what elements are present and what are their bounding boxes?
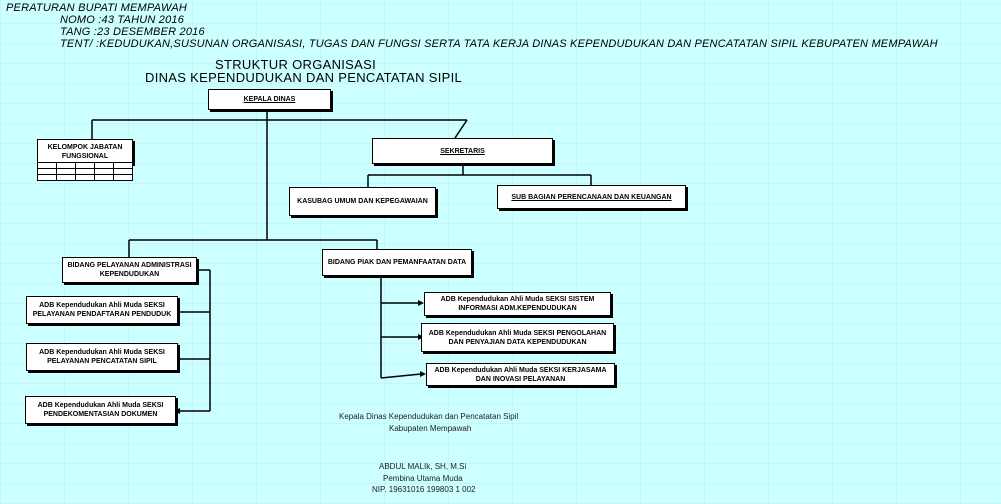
box-bidang-piak: BIDANG PIAK DAN PEMANFAATAN DATA	[322, 249, 472, 276]
regulation-number: NOMO :43 TAHUN 2016	[60, 14, 185, 26]
signature-nip: NIP. 19631016 199803 1 002	[372, 485, 476, 494]
chart-title: STRUKTUR ORGANISASI	[215, 57, 376, 72]
box-sub-bagian-perencanaan: SUB BAGIAN PERENCANAAN DAN KEUANGAN	[497, 185, 686, 209]
box-seksi-pendokumentasian: ADB Kependudukan Ahli Muda SEKSI PENDEKO…	[25, 396, 176, 424]
signature-role: Kepala Dinas Kependudukan dan Pencatatan…	[339, 412, 519, 421]
box-seksi-pengolahan: ADB Kependudukan Ahli Muda SEKSI PENGOLA…	[421, 323, 614, 352]
chart-subtitle: DINAS KEPENDUDUKAN DAN PENCATATAN SIPIL	[145, 70, 463, 85]
box-seksi-pendaftaran: ADB Kependudukan Ahli Muda SEKSI PELAYAN…	[26, 296, 178, 324]
box-jabatan-fungsional: KELOMPOK JABATAN FUNGSIONAL	[37, 139, 133, 164]
regulation-subject: TENT/ :KEDUDUKAN,SUSUNAN ORGANISASI, TUG…	[60, 38, 938, 50]
regulation-date: TANG :23 DESEMBER 2016	[60, 26, 205, 38]
signature-rank: Pembina Utama Muda	[383, 474, 463, 483]
jabatan-table	[37, 162, 133, 181]
regulation-title: PERATURAN BUPATI MEMPAWAH	[6, 2, 188, 14]
box-seksi-pencatatan: ADB Kependudukan Ahli Muda SEKSI PELAYAN…	[26, 343, 178, 371]
box-seksi-sistem-informasi: ADB Kependudukan Ahli Muda SEKSI SISTEM …	[424, 292, 611, 316]
box-kasubag-umum: KASUBAG UMUM DAN KEPEGAWAIAN	[289, 187, 436, 216]
signature-region: Kabupaten Mempawah	[389, 424, 472, 433]
box-kepala-dinas: KEPALA DINAS	[208, 89, 331, 110]
box-seksi-kerjasama: ADB Kependudukan Ahli Muda SEKSI KERJASA…	[426, 363, 615, 386]
signature-name: ABDUL MALIk, SH, M.Si	[379, 462, 467, 471]
box-sekretaris: SEKRETARIS	[372, 138, 553, 164]
box-bidang-pelayanan: BIDANG PELAYANAN ADMINISTRASI KEPENDUDUK…	[62, 257, 197, 283]
